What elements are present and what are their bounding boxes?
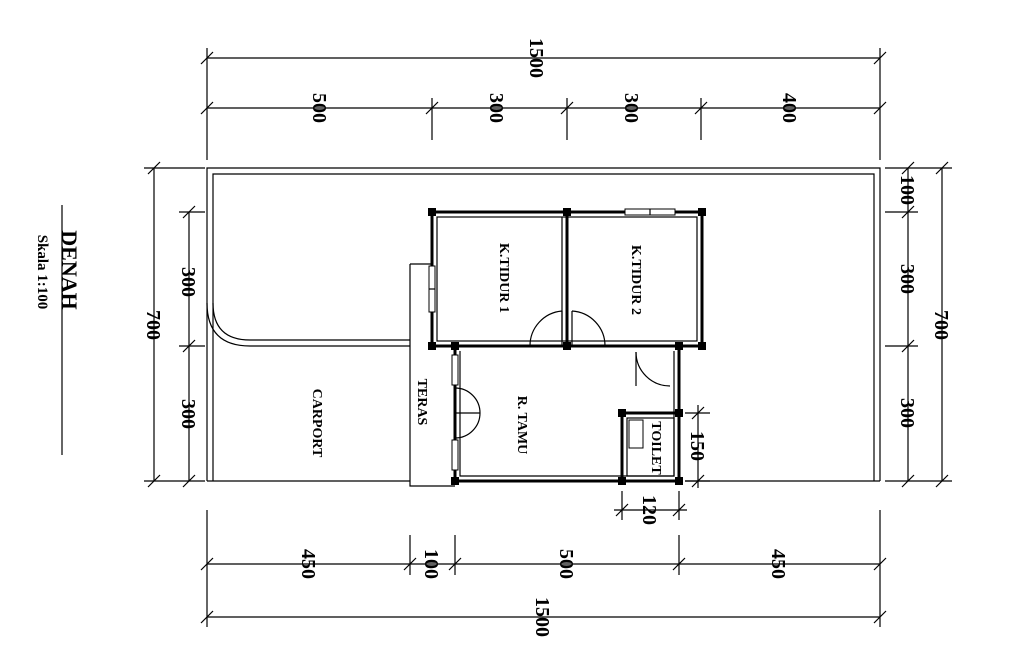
- room-label-kamar-tidur-1: K.TIDUR 1: [496, 243, 511, 313]
- dim-toilet-depth: 150: [686, 431, 708, 461]
- plan-scale: Skala 1:100: [34, 235, 50, 310]
- dim-bottom-segment: 450: [297, 549, 319, 579]
- doors: [454, 310, 671, 449]
- room-labels: K.TIDUR 1 K.TIDUR 2 R. TAMU TERAS CARPOR…: [309, 243, 663, 475]
- bottom-dimensions: 450 100 500 450 1500: [200, 510, 887, 637]
- dim-right-segment: 300: [896, 398, 918, 428]
- room-label-carport: CARPORT: [309, 389, 324, 458]
- dim-top-total: 1500: [525, 38, 547, 78]
- title-block: DENAH Skala 1:100: [34, 205, 82, 455]
- right-dimensions: 100 300 300 700: [885, 161, 952, 488]
- dim-bottom-total: 1500: [531, 597, 553, 637]
- dim-top-segment: 400: [778, 93, 800, 123]
- dim-top-segment: 500: [308, 93, 330, 123]
- room-label-kamar-tidur-2: K.TIDUR 2: [628, 245, 643, 315]
- site-boundary: [206, 167, 881, 482]
- room-label-toilet: TOILET: [648, 421, 663, 475]
- dim-top-segment: 300: [620, 93, 642, 123]
- dim-right-segment: 100: [896, 175, 918, 205]
- left-dimensions: 700 300 300: [142, 161, 205, 488]
- windows: [428, 208, 676, 471]
- dim-left-segment: 300: [177, 267, 199, 297]
- room-label-ruang-tamu: R. TAMU: [514, 396, 529, 455]
- dim-bottom-segment: 450: [767, 549, 789, 579]
- structural-columns: [428, 208, 706, 485]
- plan-title: DENAH: [57, 230, 82, 309]
- carport-boundary: [206, 302, 410, 347]
- dim-right-segment: 300: [896, 264, 918, 294]
- top-dimensions: 1500 500 300 300 400: [200, 38, 887, 160]
- dim-left-total: 700: [142, 310, 164, 340]
- room-label-teras: TERAS: [414, 379, 429, 426]
- dim-right-total: 700: [930, 310, 952, 340]
- dim-toilet-width: 120: [638, 495, 660, 525]
- dim-bottom-segment: 500: [555, 549, 577, 579]
- dim-left-segment: 300: [177, 399, 199, 429]
- dim-bottom-segment: 100: [420, 549, 442, 579]
- dim-top-segment: 300: [485, 93, 507, 123]
